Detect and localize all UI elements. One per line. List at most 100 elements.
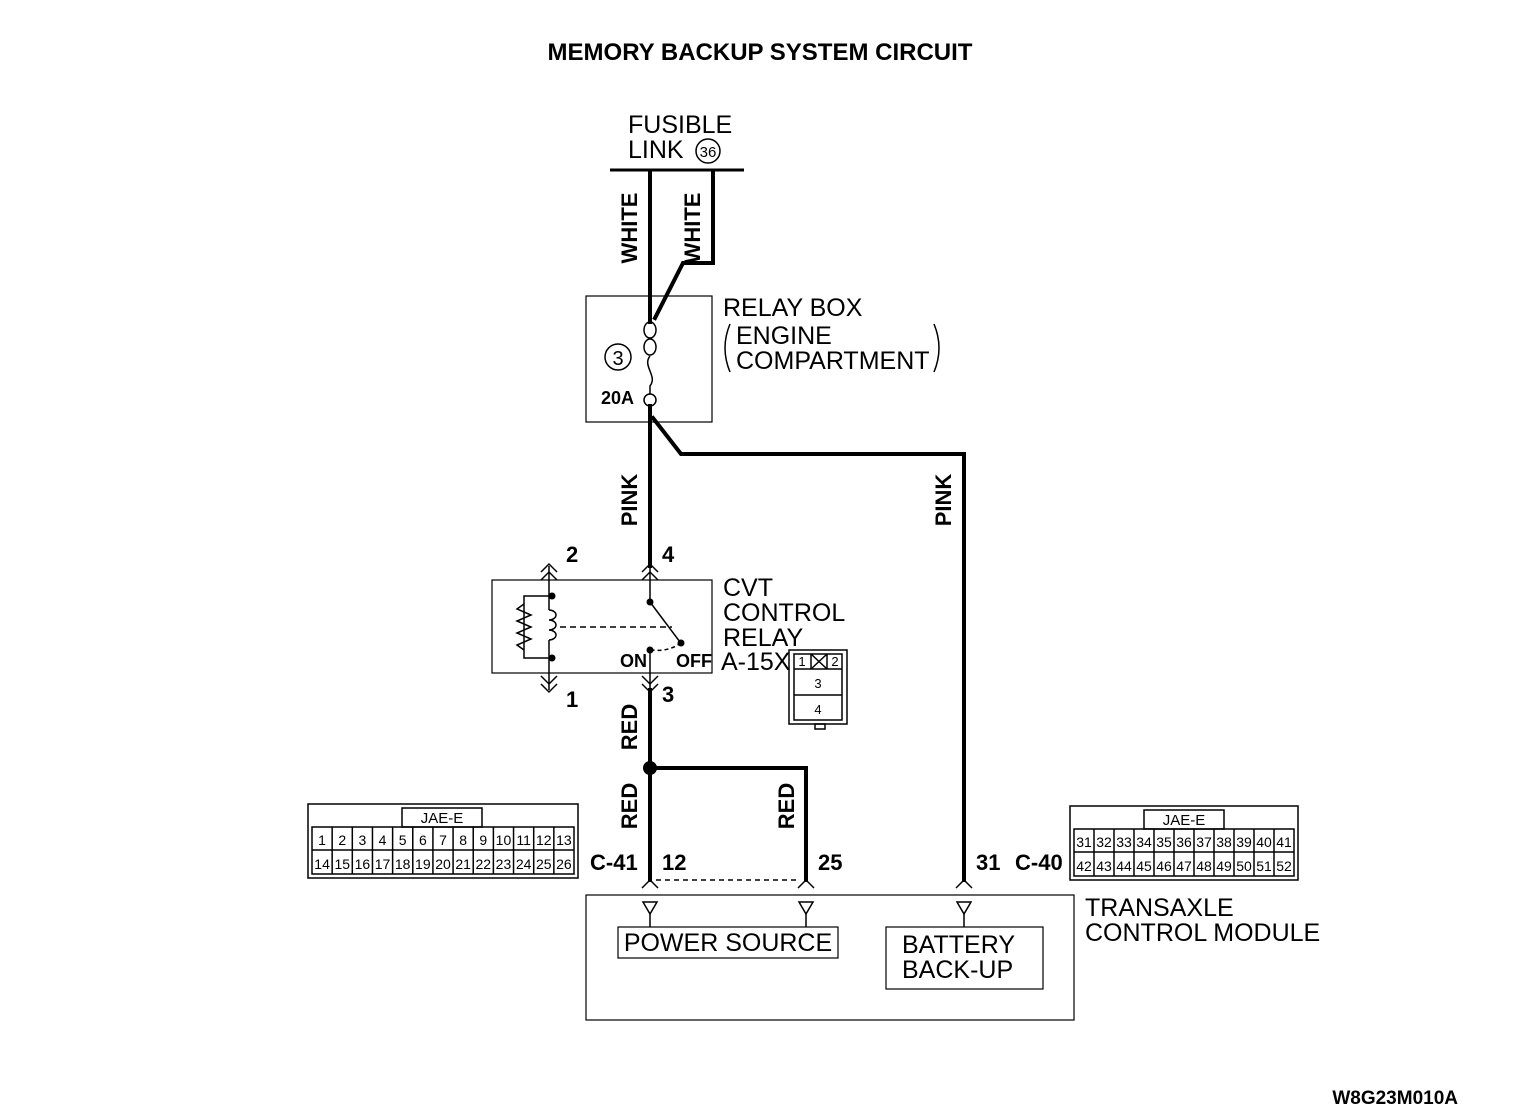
c41-outer: [307, 803, 579, 879]
c41-pin-4: 4: [379, 832, 387, 848]
relay-pin-4-label: 4: [662, 542, 675, 567]
c41-pin-23: 23: [496, 856, 512, 872]
c41-pin-26: 26: [556, 856, 572, 872]
c41-pin-7: 7: [439, 832, 447, 848]
c40-pin-44: 44: [1116, 858, 1132, 874]
c40-pin-43: 43: [1096, 858, 1112, 874]
c40-header: JAE-E: [1163, 812, 1206, 829]
c41-pin-25: 25: [536, 856, 552, 872]
c40-outer: [1069, 805, 1299, 881]
relay-pin-1-label: 1: [566, 687, 578, 712]
fusible-link-label-line1: FUSIBLE: [628, 111, 732, 139]
fuse-element: [647, 355, 653, 394]
cvt-relay-outline: [491, 579, 713, 674]
cvt-relay-label-line2: CONTROL: [723, 599, 845, 627]
c41-pin-12-label: 12: [662, 850, 686, 875]
red-wires: RED RED RED: [617, 688, 808, 882]
c40-pin-41: 41: [1276, 834, 1292, 850]
relay-connector-cell-1: 1: [798, 654, 805, 669]
fusible-link: FUSIBLE LINK 36: [610, 111, 744, 172]
c41-pin-2: 2: [338, 832, 346, 848]
fuse-number: 3: [612, 348, 623, 370]
terminal-12-arrow: [641, 878, 659, 889]
battery-backup-label-line1: BATTERY: [902, 931, 1015, 959]
c41-pin-10: 10: [496, 832, 512, 848]
c40-pin-31: 31: [1076, 834, 1092, 850]
red-wire-splice: [643, 761, 657, 775]
relay-coil: [548, 609, 557, 641]
relay-connector-cell-3: 3: [814, 676, 821, 691]
c40-pin-35: 35: [1156, 834, 1172, 850]
c40-pin-31-label: 31: [976, 850, 1000, 875]
tcm-label-line1: TRANSAXLE: [1085, 894, 1234, 922]
relay-box-label-line1: RELAY BOX: [723, 294, 863, 322]
battery-backup-box: [885, 926, 1044, 990]
cvt-relay-label-line3: RELAY: [723, 624, 803, 652]
c41-pin-15: 15: [334, 856, 350, 872]
c41-pin-20: 20: [435, 856, 451, 872]
c40-pin-50: 50: [1236, 858, 1252, 874]
c41-pin-6: 6: [419, 832, 427, 848]
c40-pin-47: 47: [1176, 858, 1192, 874]
white-wire-right-label: WHITE: [680, 193, 705, 264]
relay-connector-cell-2: 2: [831, 654, 838, 669]
cvt-relay-connector-code: A-15X: [721, 648, 791, 676]
c41-pin-19: 19: [415, 856, 431, 872]
c40-pin-33: 33: [1116, 834, 1132, 850]
relay-box-paren-left: [724, 323, 731, 373]
c41-pin-11: 11: [516, 832, 531, 848]
pink-wire-right-label: PINK: [931, 474, 956, 527]
c41-pin-5: 5: [399, 832, 407, 848]
tcm-label-line2: CONTROL MODULE: [1085, 919, 1320, 947]
relay-pin-3-label: 3: [662, 682, 674, 707]
c41-pin-1: 1: [318, 832, 326, 848]
coil-resistor: [515, 603, 533, 651]
power-source-label: POWER SOURCE: [624, 929, 832, 957]
c41-pin-24: 24: [516, 856, 532, 872]
fusible-link-number: 36: [700, 144, 717, 161]
relay-connector-latch: [814, 723, 826, 730]
power-source-box: [617, 926, 839, 959]
fuse-terminal-mid: [643, 338, 657, 356]
red-wire-branch: [648, 766, 808, 882]
relay-pin-1-arrow2: [540, 683, 558, 694]
white-wire-right: [652, 170, 715, 321]
terminal-31-arrow: [955, 878, 973, 889]
c40-connector-label: C-40: [1015, 850, 1063, 875]
relay-box-label-line3: COMPARTMENT: [736, 347, 930, 375]
fuse-terminal-top: [643, 321, 657, 339]
red-wire-branch-label: RED: [774, 783, 799, 829]
c40-pin-48: 48: [1196, 858, 1212, 874]
tcm-input-25: [797, 901, 815, 916]
c41-pin-8: 8: [459, 832, 467, 848]
fusible-link-label-line2: LINK: [628, 136, 684, 164]
c41-pin-22: 22: [476, 856, 492, 872]
module-terminals: [641, 878, 973, 889]
c40-header-box: [1143, 809, 1225, 830]
pink-wires: PINK PINK: [617, 404, 966, 882]
c41-pin-18: 18: [395, 856, 411, 872]
c40-pin-40: 40: [1256, 834, 1272, 850]
c40-pin-34: 34: [1136, 834, 1152, 850]
c40-pin-36: 36: [1176, 834, 1192, 850]
switch-on-label: ON: [620, 651, 647, 671]
relay-connector-cell-4: 4: [814, 702, 821, 717]
c40-pin-45: 45: [1136, 858, 1152, 874]
tcm-outline: [585, 894, 1075, 1021]
c41-pin-16: 16: [355, 856, 371, 872]
transaxle-control-module: POWER SOURCE BATTERY BACK-UP TRANSAXLE C…: [585, 894, 1320, 1021]
switch-off-label: OFF: [676, 651, 712, 671]
c41-connector-label: C-41: [590, 850, 638, 875]
c41-pin-3: 3: [358, 832, 366, 848]
c40-pin-32: 32: [1096, 834, 1112, 850]
c41-pin-12: 12: [536, 832, 552, 848]
c41-pin-25-label: 25: [818, 850, 842, 875]
c41-pin-21: 21: [455, 856, 471, 872]
red-wire-upper-label: RED: [617, 704, 642, 750]
pink-wire-right: [650, 415, 966, 882]
cvt-relay-label-line1: CVT: [723, 574, 773, 602]
relay-connector-inner: [793, 653, 843, 721]
relay-connector-face: 1 2 3 4: [788, 649, 848, 730]
